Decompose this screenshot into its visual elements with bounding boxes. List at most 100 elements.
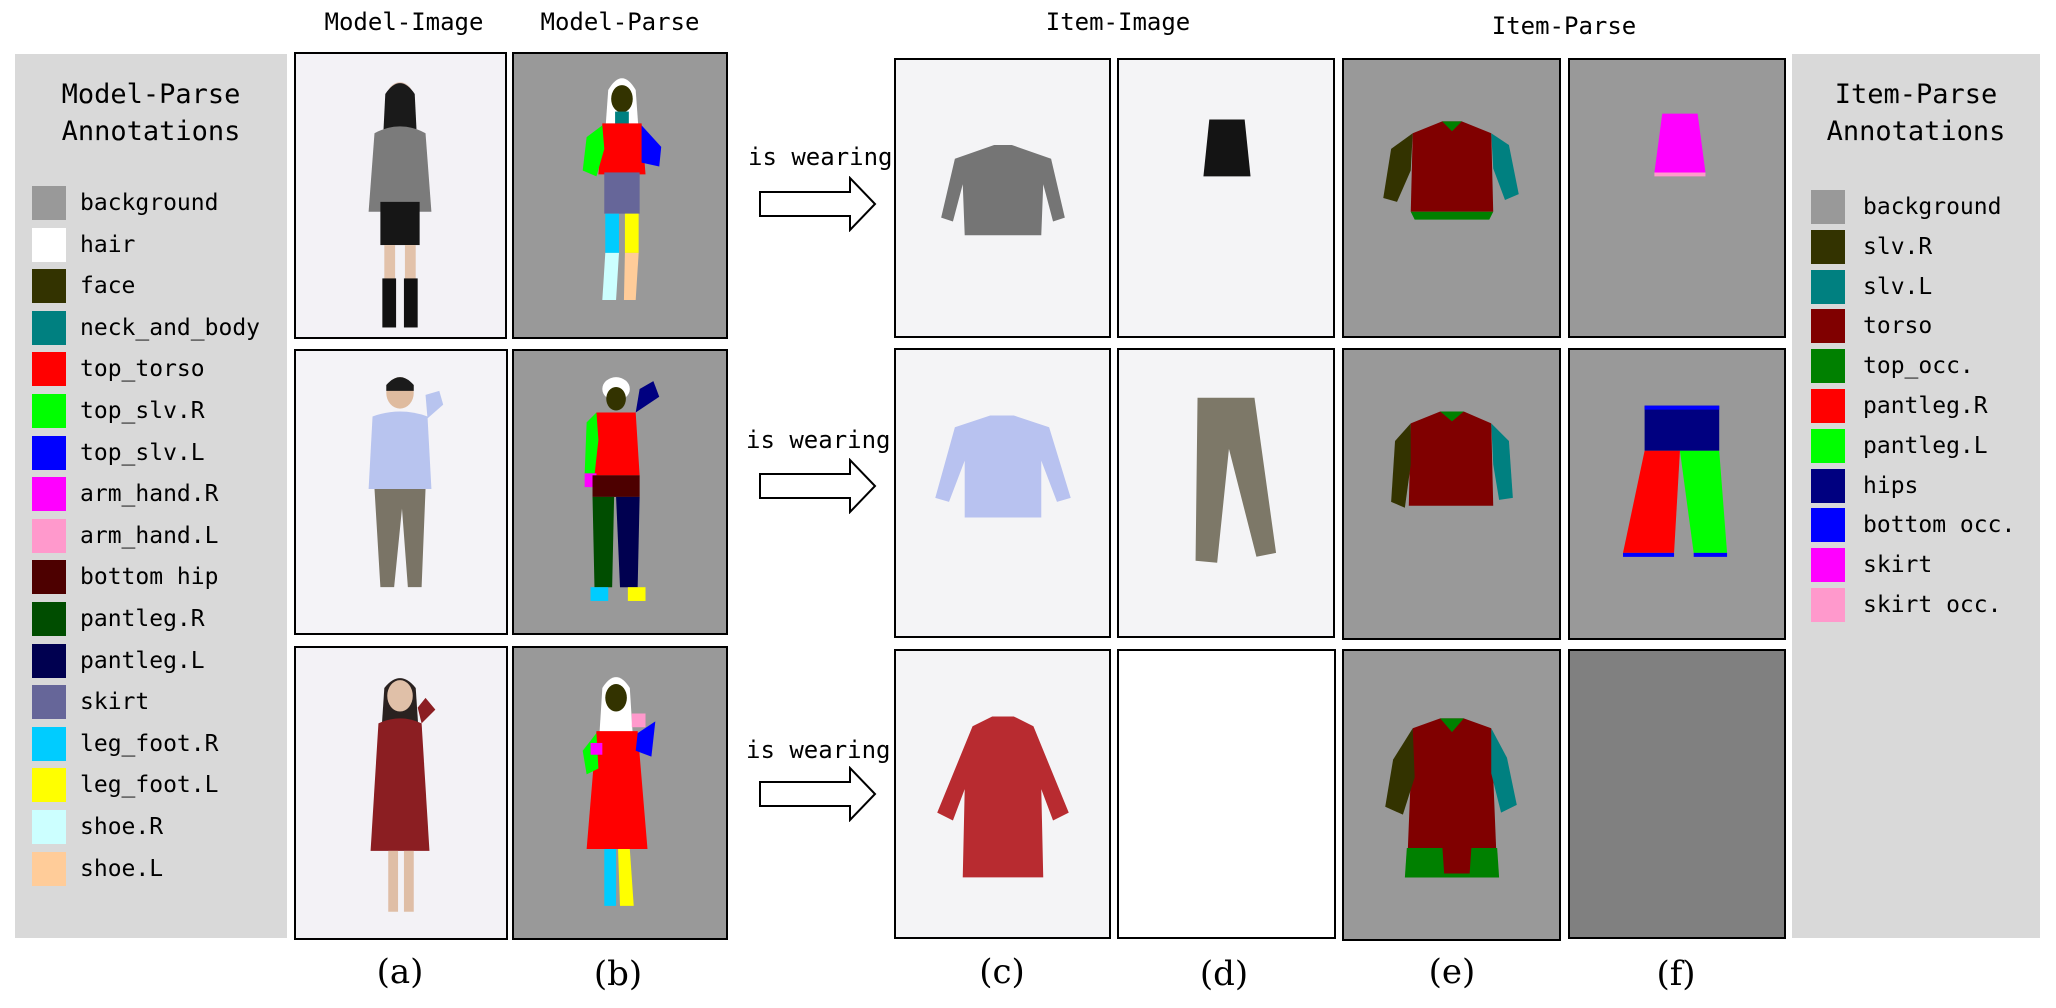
legend-swatch [1811,548,1845,583]
legend-item: top_torso [32,352,205,387]
legend-swatch [32,435,66,470]
legend-swatch [1811,389,1845,423]
legend-item: pantleg.L [32,643,205,678]
legend-swatch [1811,468,1845,503]
item-parse-row1-top [1342,58,1561,338]
legend-swatch [32,768,66,803]
legend-label: top_slv.R [80,398,205,424]
is-wearing-label-row3: is wearing [746,736,891,764]
item-legend-title: Item-Parse Annotations [1826,79,2006,147]
legend-label: torso [1863,313,1933,340]
column-title-item-parse: Item-Parse [1491,12,1637,40]
model-parse-row3 [512,646,728,940]
item-image-row3-bottom-empty [1117,649,1336,939]
legend-swatch [32,227,66,262]
legend-label: arm_hand.L [80,522,219,549]
legend-label: hair [80,231,136,258]
item-parse-row3-top [1342,649,1561,941]
legend-label: face [80,273,136,300]
legend-swatch [32,394,66,428]
caption-c: (c) [979,952,1025,992]
item-image-row3-top [894,649,1111,939]
item-image-row1-top [894,58,1111,338]
legend-label: pantleg.L [80,647,205,674]
legend-item: shoe.L [32,851,164,886]
legend-item: pantleg.R [32,602,205,636]
legend-item: slv.R [1811,229,1932,264]
arrow-icon-row2 [759,458,877,514]
legend-label: background [80,190,219,216]
column-title-model-image: Model-Image [324,8,484,36]
legend-item: neck_and_body [32,310,261,345]
legend-label: hips [1863,472,1919,499]
caption-f: (f) [1656,954,1696,994]
legend-swatch [1811,349,1845,384]
item-parse-legend-panel: Item-Parse Annotations background slv.R sl… [1792,54,2040,938]
legend-label: pantleg.R [80,606,205,632]
legend-item: shoe.R [32,810,163,844]
legend-item: background [1811,190,2001,224]
legend-swatch [1811,190,1845,224]
arrow-icon-row3 [759,766,877,822]
column-title-model-parse: Model-Parse [540,8,700,36]
legend-item: skirt [32,685,150,720]
caption-a: (a) [376,952,424,992]
legend-swatch [1811,428,1845,463]
item-image-row2-bottom [1117,348,1335,638]
legend-swatch [32,560,66,595]
legend-item: face [32,269,136,304]
legend-item: bottom occ. [1811,508,2015,543]
legend-label: leg_foot.R [80,730,219,757]
legend-item: arm_hand.L [32,518,219,553]
model-image-row1 [294,52,507,339]
legend-swatch [32,352,66,387]
legend-item: slv.L [1811,269,1933,304]
legend-item: leg_foot.L [32,768,218,803]
legend-swatch [1811,269,1845,304]
legend-item: top_slv.R [32,394,205,428]
legend-swatch [1811,309,1845,344]
legend-label: skirt [1863,552,1933,579]
legend-item: leg_foot.R [32,726,219,761]
legend-swatch [32,643,66,678]
legend-label: skirt occ. [1863,592,2002,618]
legend-item: hips [1811,468,1919,503]
legend-label: bottom hip [80,564,219,591]
is-wearing-label-row1: is wearing [748,143,893,171]
legend-item: top_slv.L [32,435,205,470]
legend-label: pantleg.L [1863,432,1988,459]
legend-swatch [32,186,66,220]
item-image-row2-top [894,348,1111,638]
is-wearing-label-row2: is wearing [746,426,891,454]
model-image-row3 [294,646,508,940]
caption-e: (e) [1428,952,1476,992]
legend-label: top_torso [80,356,205,383]
item-parse-row1-bottom [1568,58,1786,338]
legend-label: pantleg.R [1863,393,1988,419]
legend-label: shoe.L [80,855,164,882]
item-parse-row3-bottom-empty [1568,649,1786,939]
legend-swatch [1811,229,1845,264]
column-title-item-image: Item-Image [1045,8,1191,36]
item-parse-row2-bottom [1568,348,1786,640]
item-parse-row2-top [1342,348,1561,640]
legend-label: top_slv.L [80,439,205,466]
model-image-row2 [294,349,508,635]
legend-label: background [1863,194,2002,220]
legend-label: arm_hand.R [80,481,219,508]
legend-item: pantleg.R [1811,389,1988,423]
caption-b: (b) [593,954,643,994]
legend-swatch [32,851,66,886]
legend-label: slv.L [1863,273,1933,300]
legend-swatch [1811,588,1845,622]
legend-swatch [32,310,66,345]
legend-label: neck_and_body [80,314,261,341]
legend-item: hair [32,227,136,262]
model-parse-row2 [512,349,728,635]
legend-swatch [32,602,66,636]
legend-item: skirt occ. [1811,588,2001,622]
legend-swatch [32,685,66,720]
legend-item: top_occ. [1811,349,1974,384]
legend-label: skirt [80,689,150,716]
